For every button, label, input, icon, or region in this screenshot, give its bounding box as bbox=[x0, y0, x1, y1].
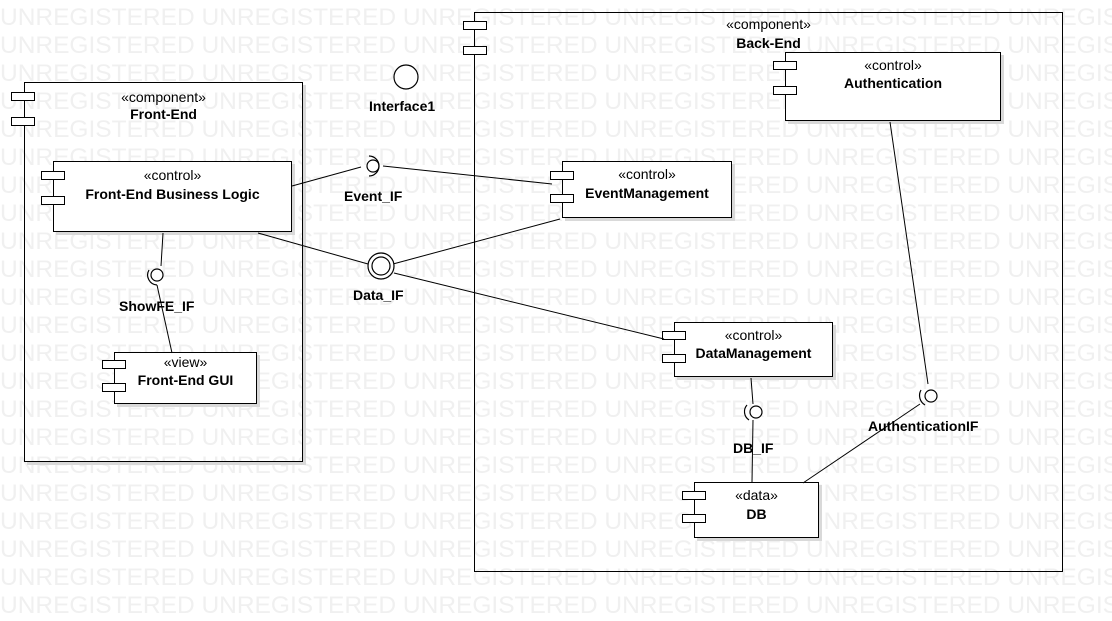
connector-line bbox=[160, 232, 164, 267]
connector-line bbox=[156, 284, 173, 354]
connector-line bbox=[393, 272, 665, 340]
event-management-component[interactable]: «control» EventManagement bbox=[562, 161, 732, 218]
component-port-icon bbox=[773, 61, 797, 70]
event-management-name: EventManagement bbox=[585, 185, 709, 201]
db-stereotype: «data» bbox=[735, 487, 778, 503]
authentication-if-icon bbox=[918, 389, 938, 406]
interface1-label: Interface1 bbox=[369, 98, 436, 114]
connector-line bbox=[382, 165, 553, 185]
frontend-business-logic-component[interactable]: «control» Front-End Business Logic bbox=[53, 161, 292, 232]
component-port-icon bbox=[102, 360, 126, 369]
connector-line bbox=[751, 419, 754, 483]
business-logic-name: Front-End Business Logic bbox=[85, 186, 260, 202]
component-port-icon bbox=[773, 86, 797, 95]
component-port-icon bbox=[662, 354, 686, 363]
showfe-if-label: ShowFE_IF bbox=[119, 298, 195, 314]
component-port-icon bbox=[550, 194, 574, 203]
component-port-icon bbox=[550, 171, 574, 180]
gui-stereotype: «view» bbox=[163, 354, 208, 370]
frontend-gui-component[interactable]: «view» Front-End GUI bbox=[114, 352, 257, 404]
frontend-stereotype: «component» bbox=[121, 89, 206, 105]
component-port-icon bbox=[463, 21, 487, 30]
showfe-if-icon bbox=[147, 268, 164, 286]
connector-line bbox=[392, 218, 561, 265]
data-if-label: Data_IF bbox=[353, 287, 404, 303]
component-port-icon bbox=[102, 383, 126, 392]
event-if-icon bbox=[366, 155, 380, 177]
db-if-label: DB_IF bbox=[733, 440, 774, 456]
component-port-icon bbox=[11, 92, 35, 101]
authentication-stereotype: «control» bbox=[864, 57, 922, 73]
db-if-icon bbox=[743, 404, 763, 421]
connector-line bbox=[257, 232, 369, 265]
authentication-component[interactable]: «control» Authentication bbox=[785, 52, 1001, 121]
backend-stereotype: «component» bbox=[726, 16, 811, 32]
component-port-icon bbox=[463, 46, 487, 55]
component-port-icon bbox=[682, 514, 706, 523]
connector-line bbox=[889, 121, 929, 385]
component-port-icon bbox=[682, 491, 706, 500]
data-if-icon bbox=[367, 252, 395, 280]
interface1-icon bbox=[393, 64, 419, 90]
db-component[interactable]: «data» DB bbox=[694, 482, 819, 538]
connector-line bbox=[291, 166, 362, 187]
component-port-icon bbox=[662, 331, 686, 340]
connector-line bbox=[802, 403, 921, 484]
business-logic-stereotype: «control» bbox=[143, 167, 202, 183]
event-management-stereotype: «control» bbox=[618, 166, 676, 182]
component-port-icon bbox=[41, 196, 65, 205]
frontend-component[interactable]: «component» Front-End bbox=[24, 82, 303, 462]
component-port-icon bbox=[11, 117, 35, 126]
data-management-name: DataManagement bbox=[695, 345, 812, 361]
backend-component[interactable]: «component» Back-End bbox=[474, 12, 1063, 572]
component-port-icon bbox=[41, 171, 65, 180]
event-if-label: Event_IF bbox=[344, 188, 403, 204]
authentication-if-label: AuthenticationIF bbox=[868, 418, 979, 434]
data-management-stereotype: «control» bbox=[724, 327, 783, 343]
data-management-component[interactable]: «control» DataManagement bbox=[674, 322, 833, 377]
backend-name: Back-End bbox=[736, 35, 801, 51]
db-name: DB bbox=[746, 506, 767, 522]
connector-line bbox=[750, 377, 754, 405]
gui-name: Front-End GUI bbox=[137, 372, 234, 388]
authentication-name: Authentication bbox=[844, 75, 942, 91]
frontend-name: Front-End bbox=[130, 106, 197, 122]
